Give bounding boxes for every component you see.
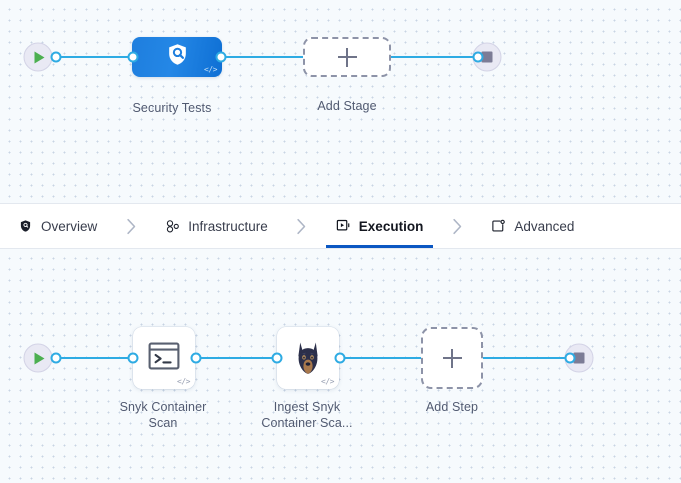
stage-label-security-tests: Security Tests <box>132 101 212 115</box>
shield-search-icon <box>165 42 190 72</box>
infrastructure-nodes-icon <box>165 219 180 234</box>
play-icon <box>34 51 45 63</box>
port-snyk-scan-in[interactable] <box>127 352 139 364</box>
stop-icon <box>573 352 585 364</box>
add-step-label: Add Step <box>425 400 479 414</box>
stop-icon <box>481 51 493 63</box>
edge-snyk-scan-to-ingest <box>195 357 279 359</box>
port-ingest-out[interactable] <box>334 352 346 364</box>
tab-separator-icon <box>99 204 163 248</box>
tab-overview[interactable]: Overview <box>16 204 99 248</box>
advanced-gear-box-icon <box>491 219 506 234</box>
edge-security-tests-to-add-stage <box>219 56 305 58</box>
edge-add-step-to-end <box>483 357 571 359</box>
shield-icon <box>18 219 33 234</box>
step-node-ingest-snyk-container-scan[interactable]: </> <box>277 327 339 389</box>
code-badge-icon: </> <box>177 377 190 386</box>
port-start-out[interactable] <box>50 51 62 63</box>
port-steps-start-out[interactable] <box>50 352 62 364</box>
port-snyk-scan-out[interactable] <box>190 352 202 364</box>
plus-icon <box>337 47 357 67</box>
edge-add-stage-to-end <box>389 56 482 58</box>
tab-separator-icon <box>270 204 334 248</box>
stage-canvas[interactable]: </> Security Tests Add Stage <box>0 0 681 204</box>
port-security-tests-in[interactable] <box>127 51 139 63</box>
tab-separator-icon <box>425 204 489 248</box>
play-icon <box>34 352 45 364</box>
port-steps-end-in[interactable] <box>564 352 576 364</box>
edge-start-to-security-tests <box>42 56 135 58</box>
snyk-dog-icon <box>291 340 325 376</box>
step-node-snyk-container-scan[interactable]: </> <box>133 327 195 389</box>
port-ingest-in[interactable] <box>271 352 283 364</box>
step-label-ingest-snyk-container-scan: Ingest Snyk Container Sca... <box>261 400 353 430</box>
port-security-tests-out[interactable] <box>215 51 227 63</box>
add-step-button[interactable] <box>421 327 483 389</box>
tab-execution-label: Execution <box>358 218 424 234</box>
code-badge-icon: </> <box>321 377 334 386</box>
add-stage-label: Add Stage <box>317 99 377 113</box>
code-badge-icon: </> <box>204 65 217 74</box>
pipeline-section-tabs[interactable]: Overview Infrastructure Execution <box>0 203 681 249</box>
execution-steps-canvas[interactable]: </> Snyk Container Scan <box>0 249 681 483</box>
add-stage-button[interactable] <box>303 37 391 77</box>
stage-node-security-tests[interactable]: </> <box>132 37 222 77</box>
tab-execution[interactable]: Execution <box>325 204 433 248</box>
edge-ingest-to-add-step <box>339 357 421 359</box>
tab-advanced-label: Advanced <box>514 218 575 234</box>
edge-start-to-snyk-scan <box>42 357 134 359</box>
execution-play-box-icon <box>336 219 351 234</box>
port-end-in[interactable] <box>472 51 484 63</box>
step-label-snyk-container-scan: Snyk Container Scan <box>119 400 207 430</box>
tab-advanced[interactable]: Advanced <box>489 204 576 248</box>
tab-infrastructure[interactable]: Infrastructure <box>163 204 270 248</box>
tab-overview-label: Overview <box>41 218 98 234</box>
tab-infrastructure-label: Infrastructure <box>188 218 268 234</box>
plus-icon <box>442 348 462 368</box>
pipeline-start-node[interactable] <box>23 42 53 72</box>
steps-start-node[interactable] <box>23 343 53 373</box>
terminal-icon <box>147 341 181 376</box>
